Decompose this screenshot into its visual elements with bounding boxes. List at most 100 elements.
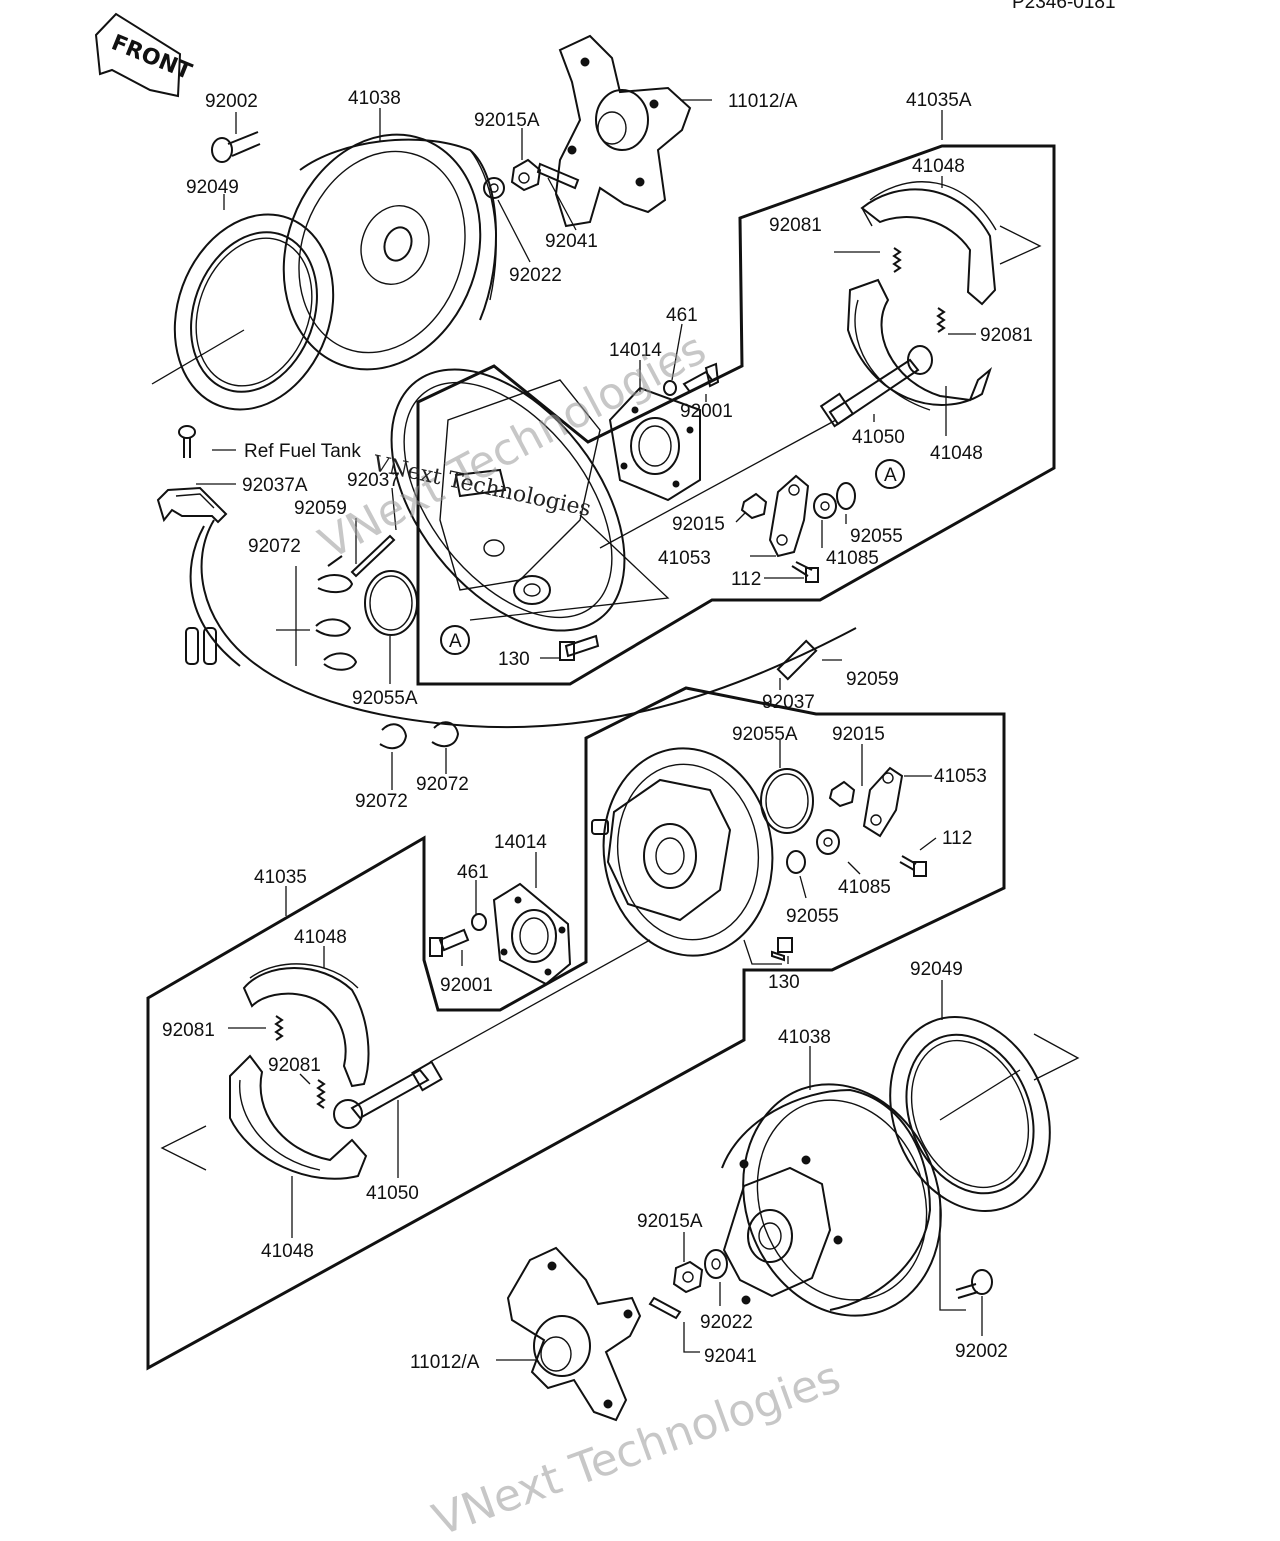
label-lower-92002: 92002: [955, 1341, 1008, 1362]
label-upper-461: 461: [666, 305, 698, 326]
label-mid-41053: 41053: [934, 766, 987, 787]
label-lower-41048-bottom: 41048: [261, 1241, 314, 1262]
label-upper-41048-top: 41048: [912, 156, 965, 177]
label-upper-41053: 41053: [658, 548, 711, 569]
upper-brake-shoe-bottom: [846, 278, 993, 411]
lower-camshaft-41050: [333, 1060, 443, 1129]
label-upper-92055: 92055: [850, 526, 903, 547]
label-upper-11012A: 11012/A: [728, 91, 798, 112]
upper-guide-lines: [151, 225, 1042, 621]
drawing-id: P2346-0181: [1012, 0, 1116, 13]
label-upper-41048-bottom: 41048: [930, 443, 983, 464]
label-lower-130: 130: [768, 972, 800, 993]
label-upper-92001: 92001: [680, 401, 733, 422]
lower-washer-41085: [816, 829, 840, 855]
label-mid-92072-left: 92072: [355, 791, 408, 812]
upper-washer-41085: [813, 493, 837, 519]
lower-brake-panel: [591, 747, 774, 957]
callout-marker-lower-text: A: [449, 631, 462, 652]
label-lower-14014: 14014: [494, 832, 547, 853]
lower-nut-92015: [828, 780, 856, 808]
label-upper-92055A: 92055A: [352, 688, 418, 709]
mid-pin-92059: [776, 639, 818, 681]
lower-rubber-seal: [889, 1016, 1051, 1212]
upper-assembly-frame: [416, 144, 1056, 686]
label-lower-41038: 41038: [778, 1027, 831, 1048]
upper-spring-92081-b: [936, 307, 946, 333]
lower-oring-92055A: [760, 768, 814, 834]
label-upper-41038: 41038: [348, 88, 401, 109]
upper-camshaft-41050: [819, 345, 933, 428]
lower-hub-11012: [506, 1246, 642, 1422]
label-mid-92037: 92037: [762, 692, 815, 713]
lower-lever-41053: [862, 766, 904, 838]
label-upper-92081-b: 92081: [980, 325, 1033, 346]
watermark-text-bottom: VNext Technologies: [426, 1352, 847, 1536]
lower-spring-92081-a: [274, 1015, 284, 1041]
lower-bolt-112: [899, 855, 927, 877]
leader-lines: [196, 99, 983, 1361]
upper-nut-92015: [740, 492, 768, 520]
label-upper-92037: 92037: [347, 470, 400, 491]
upper-bolt-112: [791, 561, 819, 583]
lower-bolt-92001: [429, 913, 487, 957]
label-lower-11012A: 11012/A: [410, 1352, 480, 1373]
lower-guide-lines: [160, 939, 1080, 1311]
label-lower-92041: 92041: [704, 1346, 757, 1367]
lower-bolt-130: [771, 937, 793, 962]
upper-gasket-14014: [608, 386, 701, 502]
label-upper-92072-group: 92072: [248, 536, 301, 557]
upper-nut-washer: [483, 158, 580, 199]
label-mid-92015: 92015: [832, 724, 885, 745]
mid-clip-92072-right: [431, 721, 460, 748]
label-lower-92081-a: 92081: [162, 1020, 215, 1041]
label-upper-112: 112: [731, 569, 761, 590]
lower-spring-92081-b: [316, 1079, 326, 1109]
ref-bolt: [178, 425, 196, 458]
watermark: VNext Technologies VNext Technologies VN…: [311, 323, 847, 1541]
lower-assembly-frame: [146, 686, 1006, 1371]
upper-brake-panel: [390, 368, 626, 632]
label-lower-92001: 92001: [440, 975, 493, 996]
label-ref-92037A: 92037A: [242, 475, 308, 496]
bracket-92037A: [156, 486, 228, 524]
label-mid-92072-right: 92072: [416, 774, 469, 795]
upper-oring-92055A: [364, 570, 418, 636]
part-number-labels: 92002 41038 92015A 11012/A 41035A 41048 …: [162, 88, 1033, 1373]
label-lower-92081-b: 92081: [268, 1055, 321, 1076]
upper-brake-drum: [282, 133, 498, 371]
label-upper-92081-a: 92081: [769, 215, 822, 236]
mid-clip-92072-left: [379, 723, 408, 750]
upper-pin-92059: [350, 534, 396, 578]
callout-marker-lower: A: [440, 625, 470, 655]
upper-brake-shoe-top: [860, 181, 997, 306]
label-upper-41085: 41085: [826, 548, 879, 569]
lower-seal-92055: [786, 850, 806, 874]
callout-marker-upper-text: A: [884, 465, 897, 486]
label-upper-92059: 92059: [294, 498, 347, 519]
lower-bolt-92002: [955, 1269, 993, 1299]
label-upper-41035A: 41035A: [906, 90, 972, 111]
label-upper-92015: 92015: [672, 514, 725, 535]
label-lower-41050: 41050: [366, 1183, 419, 1204]
label-upper-41050: 41050: [852, 427, 905, 448]
front-label: FRONT: [108, 30, 195, 85]
label-lower-92022: 92022: [700, 1312, 753, 1333]
label-lower-41048-top: 41048: [294, 927, 347, 948]
label-mid-92059: 92059: [846, 669, 899, 690]
label-lower-92055: 92055: [786, 906, 839, 927]
lower-nut-washer: [648, 1249, 728, 1320]
label-lower-41085: 41085: [838, 877, 891, 898]
upper-bolt-130: [559, 634, 600, 661]
label-lower-112: 112: [942, 828, 972, 849]
label-upper-92022: 92022: [509, 265, 562, 286]
label-upper-92041: 92041: [545, 231, 598, 252]
label-lower-92049: 92049: [910, 959, 963, 980]
front-arrow: FRONT: [94, 12, 195, 98]
label-upper-92015A: 92015A: [474, 110, 540, 131]
label-upper-14014: 14014: [609, 340, 662, 361]
label-lower-92015A: 92015A: [637, 1211, 703, 1232]
brake-cable: [185, 519, 857, 729]
